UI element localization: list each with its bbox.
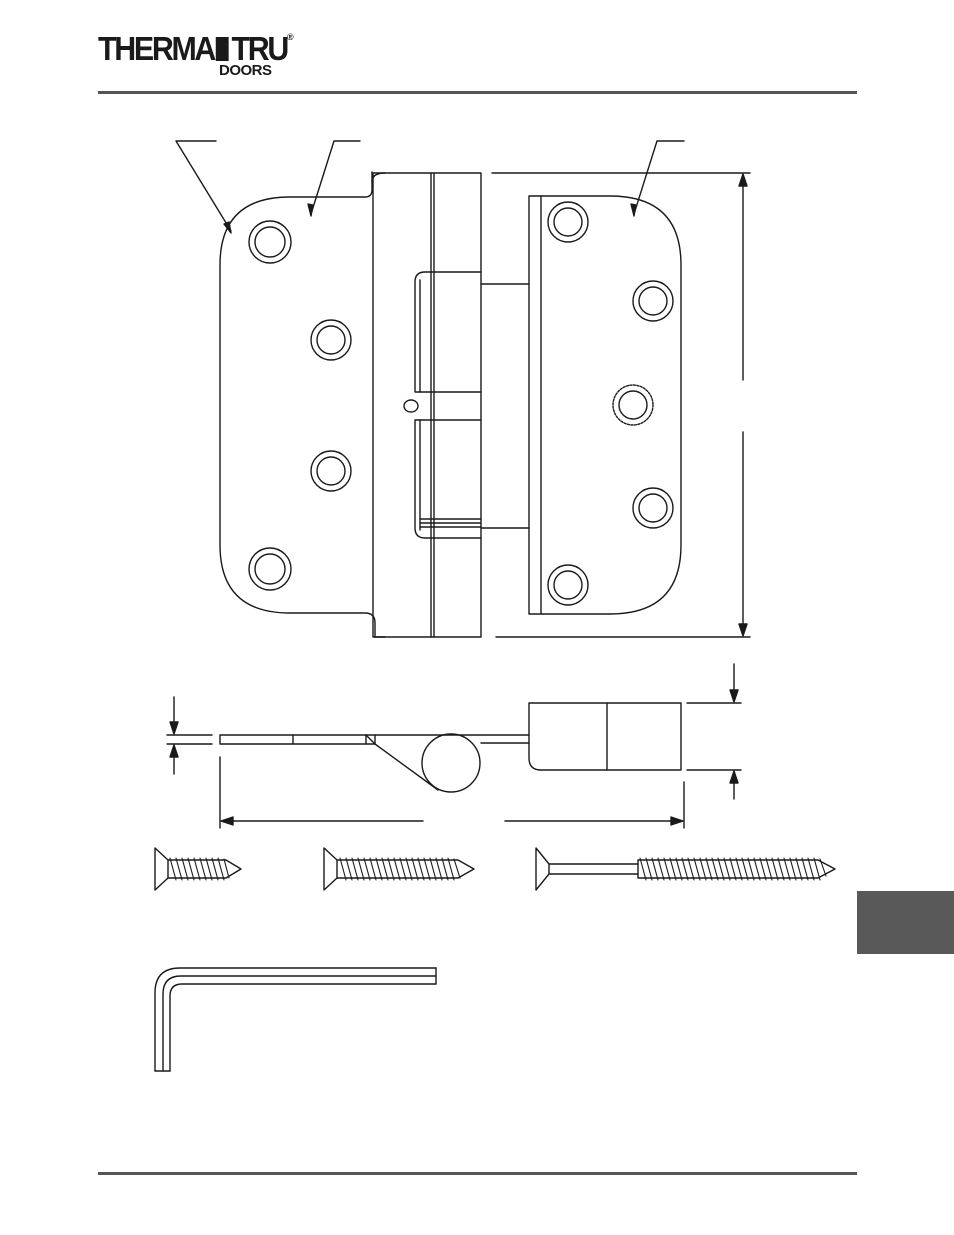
long-screw [536, 848, 835, 890]
hex-key [155, 968, 436, 1071]
screw-hole-inner [639, 494, 667, 522]
height-arrow-bottom [739, 624, 747, 636]
left-leaf-screw-holes [249, 221, 351, 590]
screw-hole-inner [639, 287, 667, 315]
side-leaf-plate [220, 735, 375, 744]
side-offset-diagonal-2 [366, 735, 375, 744]
screw-hole-inner [317, 326, 345, 354]
thickness-arrow-top [170, 722, 178, 734]
height-arrow-top [739, 174, 747, 186]
screw-hole-inner [554, 571, 582, 599]
leader-line-right-leaf [634, 141, 684, 214]
medium-screw [324, 848, 474, 890]
side-box [529, 703, 681, 770]
pin-hole [404, 400, 418, 412]
screw-hole-inner [255, 227, 285, 257]
leader-line-left-leaf [311, 141, 360, 214]
leader-arrow-3 [631, 204, 636, 216]
screw-head [324, 848, 337, 890]
screw-thread [340, 858, 460, 880]
screw-hole-inner [554, 208, 582, 236]
screw-shank-outline [337, 860, 474, 878]
left-leaf-top-edge [372, 173, 385, 182]
screw-head [536, 848, 549, 890]
hex-key-inner [170, 984, 436, 1071]
hinge-knuckle-body [373, 173, 481, 637]
side-barrel [422, 734, 480, 792]
right-leaf-outline [529, 196, 681, 614]
screw-thread [640, 858, 826, 880]
leader-arrow-2 [308, 204, 313, 216]
lower-knuckle-cutout [415, 420, 481, 538]
screw-hole-inner [317, 457, 345, 485]
screw-hole-inner [255, 554, 285, 584]
box-arrow-top [730, 690, 738, 702]
short-screw [155, 848, 241, 890]
width-arrow-right [671, 817, 683, 825]
screw-head [155, 848, 168, 890]
leader-arrow-1 [224, 222, 231, 233]
width-arrow-left [221, 817, 233, 825]
upper-knuckle-cutout [415, 272, 481, 392]
hex-key-middle [163, 976, 436, 1071]
left-leaf-outline [220, 172, 385, 637]
hinge-front-view [176, 141, 750, 637]
screw-hole-inner [619, 391, 647, 419]
leader-line-radius [176, 141, 231, 231]
thickness-arrow-bottom [170, 745, 178, 757]
side-offset-diagonal [375, 744, 438, 790]
right-leaf-screw-holes [548, 202, 673, 605]
hinge-side-view [167, 664, 741, 828]
screw-smooth-shank [549, 864, 638, 874]
screw-thread [170, 858, 229, 880]
box-arrow-bottom [730, 771, 738, 783]
